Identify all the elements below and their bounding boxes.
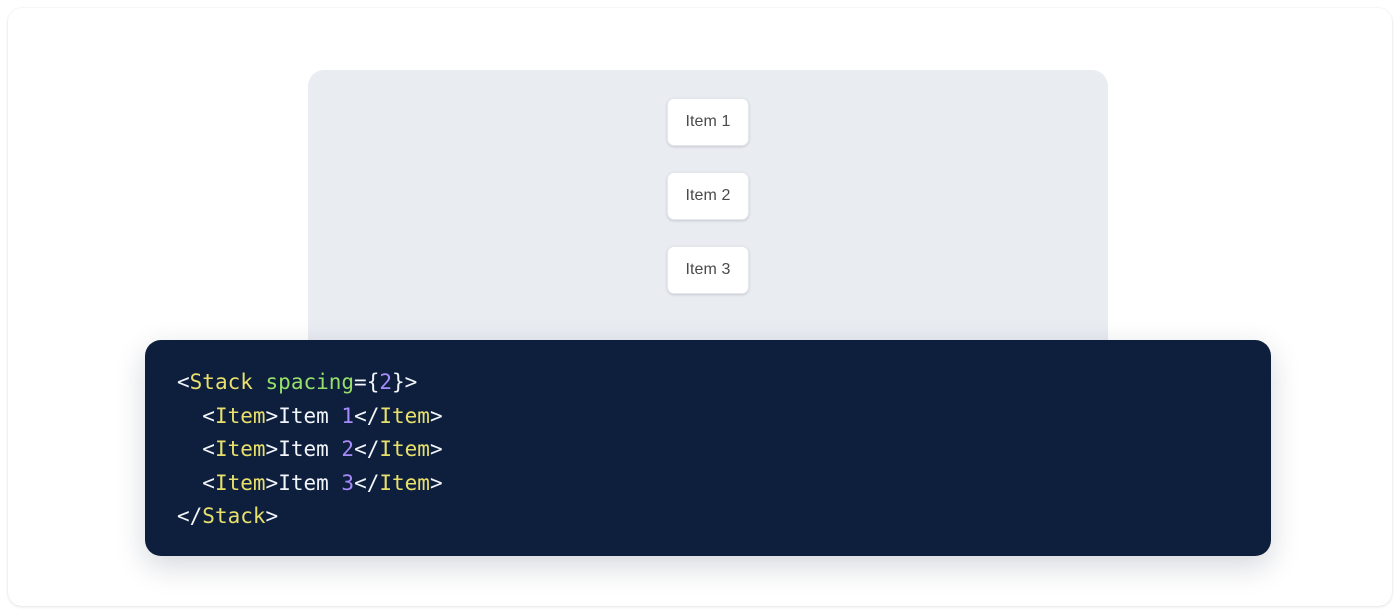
code-token-punct: > (265, 470, 279, 495)
code-token-punct: > (265, 437, 279, 462)
code-token-punct: > (265, 403, 279, 428)
code-token-punct: </ (177, 504, 203, 529)
code-token-tag: Item (214, 437, 266, 462)
stack-item-label: Item 3 (685, 261, 731, 278)
code-token-tag: Item (214, 403, 266, 428)
code-token-punct: ={ (354, 370, 380, 394)
code-token-tag: Stack (202, 504, 266, 529)
code-token-attr: spacing (265, 370, 355, 394)
code-token-plain: Item (278, 403, 342, 428)
code-token-punct: > (429, 470, 443, 495)
stack-item-label: Item 1 (685, 113, 731, 130)
stack-item-label: Item 2 (685, 187, 731, 204)
code-snippet-text: <Stack spacing={2}> <Item>Item 1</Item> … (177, 366, 1239, 534)
code-token-num: 2 (379, 370, 392, 394)
code-token-punct: </ (354, 470, 380, 495)
code-snippet-block[interactable]: <Stack spacing={2}> <Item>Item 1</Item> … (145, 340, 1271, 556)
code-token-tag: Stack (189, 370, 253, 394)
code-token-punct: > (429, 403, 443, 428)
code-token-punct: < (202, 437, 215, 462)
code-token-tag: Item (379, 470, 430, 495)
code-token-punct: }> (392, 370, 418, 394)
code-token-num: 1 (341, 403, 355, 428)
code-token-punct: </ (354, 437, 380, 462)
code-token-punct: > (265, 504, 279, 529)
code-token-punct: < (202, 403, 215, 428)
code-token-punct: < (202, 470, 215, 495)
code-token-num: 3 (341, 470, 355, 495)
stack-container: Item 1 Item 2 Item 3 (308, 98, 1108, 294)
code-token-tag: Item (379, 437, 430, 462)
code-token-punct: < (177, 370, 190, 394)
code-token-tag: Item (214, 470, 266, 495)
stack-item[interactable]: Item 1 (667, 98, 749, 146)
code-token-num: 2 (341, 437, 355, 462)
code-token-plain: Item (278, 470, 342, 495)
code-token-tag: Item (379, 403, 430, 428)
code-token-plain: Item (278, 437, 342, 462)
stack-item[interactable]: Item 2 (667, 172, 749, 220)
code-token-punct: > (429, 437, 443, 462)
code-token-plain (253, 370, 266, 394)
code-token-punct: </ (354, 403, 380, 428)
stack-item[interactable]: Item 3 (667, 246, 749, 294)
